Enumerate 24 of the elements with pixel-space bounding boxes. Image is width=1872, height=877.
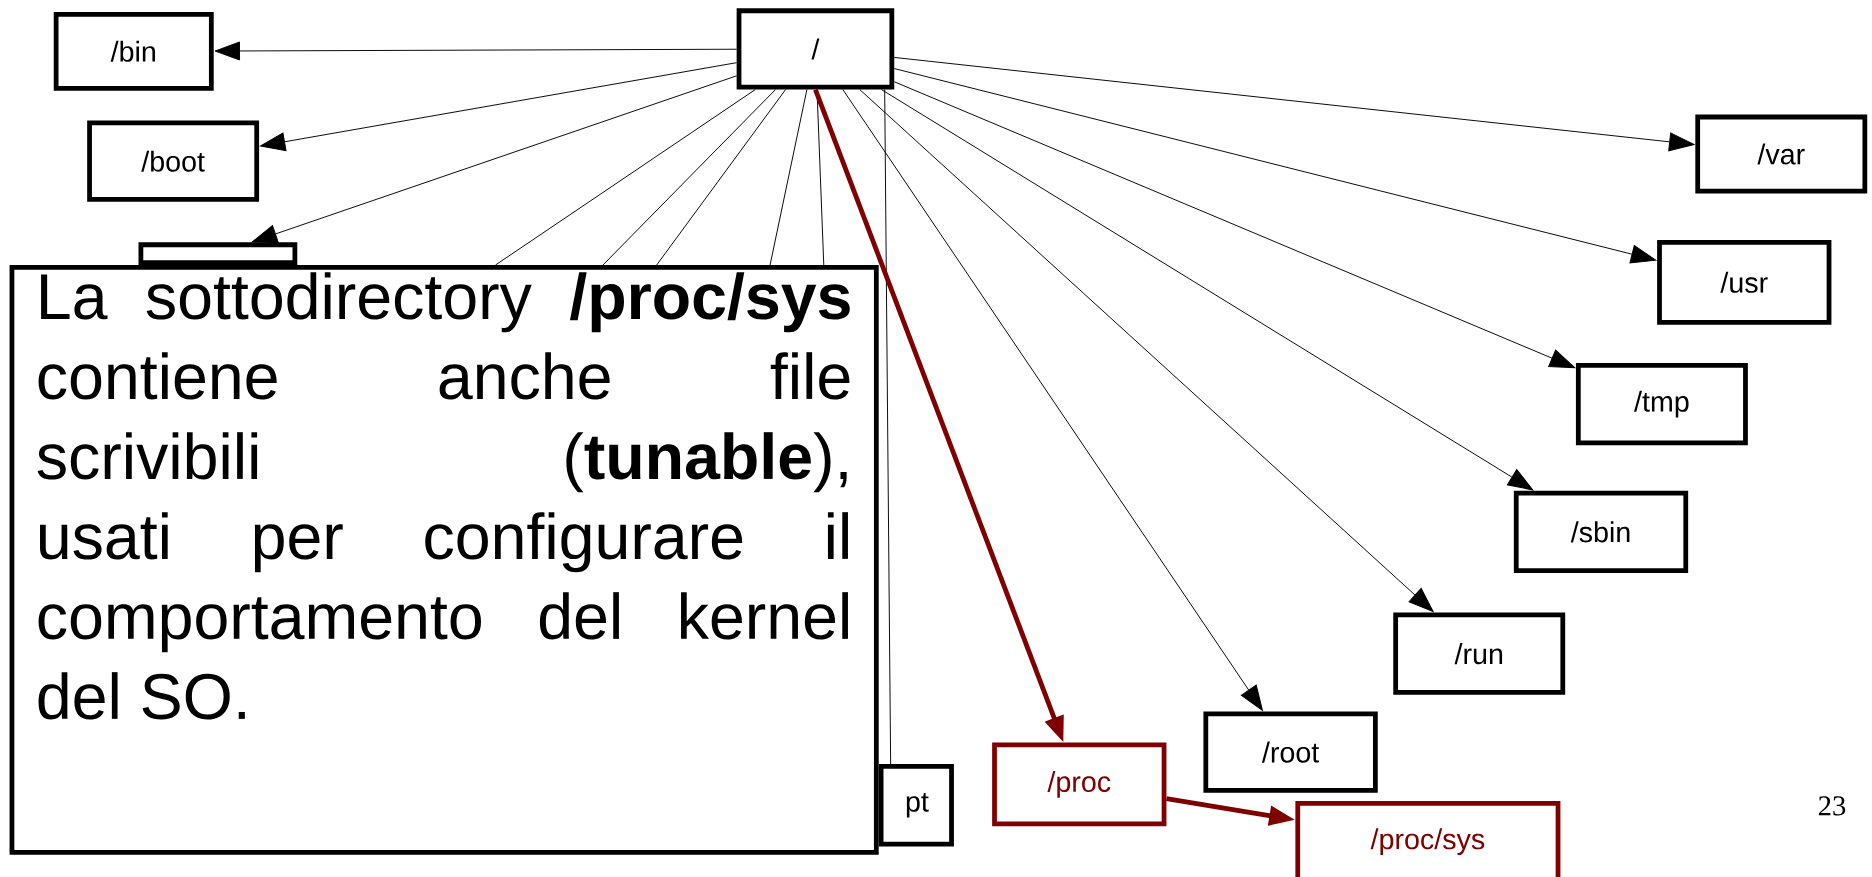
directory-box: / bbox=[736, 8, 895, 90]
directory-box: /sbin bbox=[1513, 490, 1689, 573]
arrow bbox=[893, 56, 1695, 152]
directory-box: /run bbox=[1393, 612, 1566, 695]
arrow bbox=[893, 67, 1657, 264]
directory-box: /proc bbox=[992, 742, 1167, 826]
arrow bbox=[880, 88, 1534, 491]
directory-box: /tmp bbox=[1575, 362, 1748, 446]
directory-box: /proc/sys bbox=[1295, 800, 1561, 877]
directory-box bbox=[138, 242, 298, 265]
directory-box: /bin bbox=[53, 11, 214, 91]
arrow bbox=[214, 41, 738, 61]
arrow bbox=[893, 81, 1576, 368]
arrow bbox=[251, 75, 738, 243]
directory-box: /usr bbox=[1657, 239, 1832, 325]
directory-box: /root bbox=[1203, 711, 1378, 793]
arrow bbox=[859, 88, 1434, 612]
arrow bbox=[842, 88, 1263, 711]
directory-box: /boot bbox=[87, 120, 260, 202]
directory-box: pt bbox=[878, 763, 954, 847]
note-box: La sottodirectory /proc/sys contiene anche file scrivibili (tunable), usati per configurare il comportamento del kernel del SO. bbox=[9, 264, 879, 855]
directory-box: /var bbox=[1695, 114, 1868, 194]
arrow bbox=[259, 61, 738, 151]
page-number: 23 bbox=[1818, 796, 1846, 816]
